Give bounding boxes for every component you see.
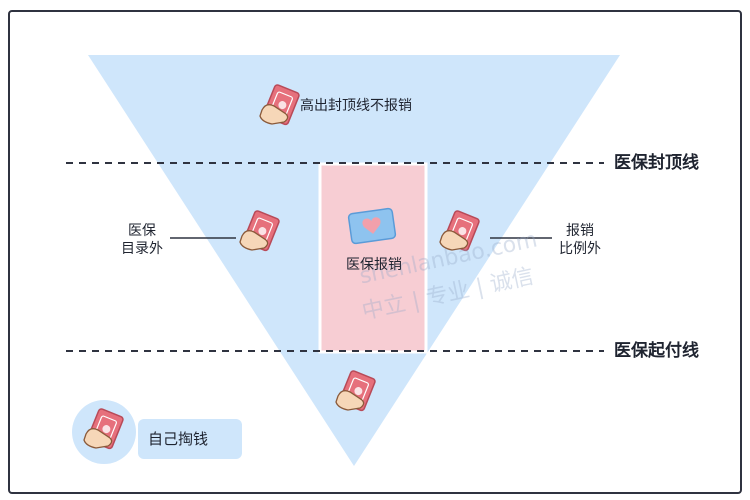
top-zone-label: 高出封顶线不报销	[300, 98, 412, 114]
left-category-line1: 医保	[128, 223, 156, 239]
legend-box	[138, 419, 242, 459]
reimbursement-zone	[318, 162, 428, 354]
right-category-label: 报销 比例外	[552, 222, 608, 258]
left-category-label: 医保 目录外	[114, 222, 170, 258]
deductible-line-label: 医保起付线	[614, 341, 699, 361]
center-zone-label: 医保报销	[346, 257, 402, 273]
legend-self-pay-label: 自己掏钱	[148, 430, 209, 448]
right-category-line1: 报销	[566, 223, 594, 239]
right-category-line2: 比例外	[559, 241, 601, 257]
left-category-line2: 目录外	[121, 241, 163, 257]
ceiling-line-label: 医保封顶线	[614, 153, 699, 173]
insurance-card-icon	[347, 207, 397, 245]
